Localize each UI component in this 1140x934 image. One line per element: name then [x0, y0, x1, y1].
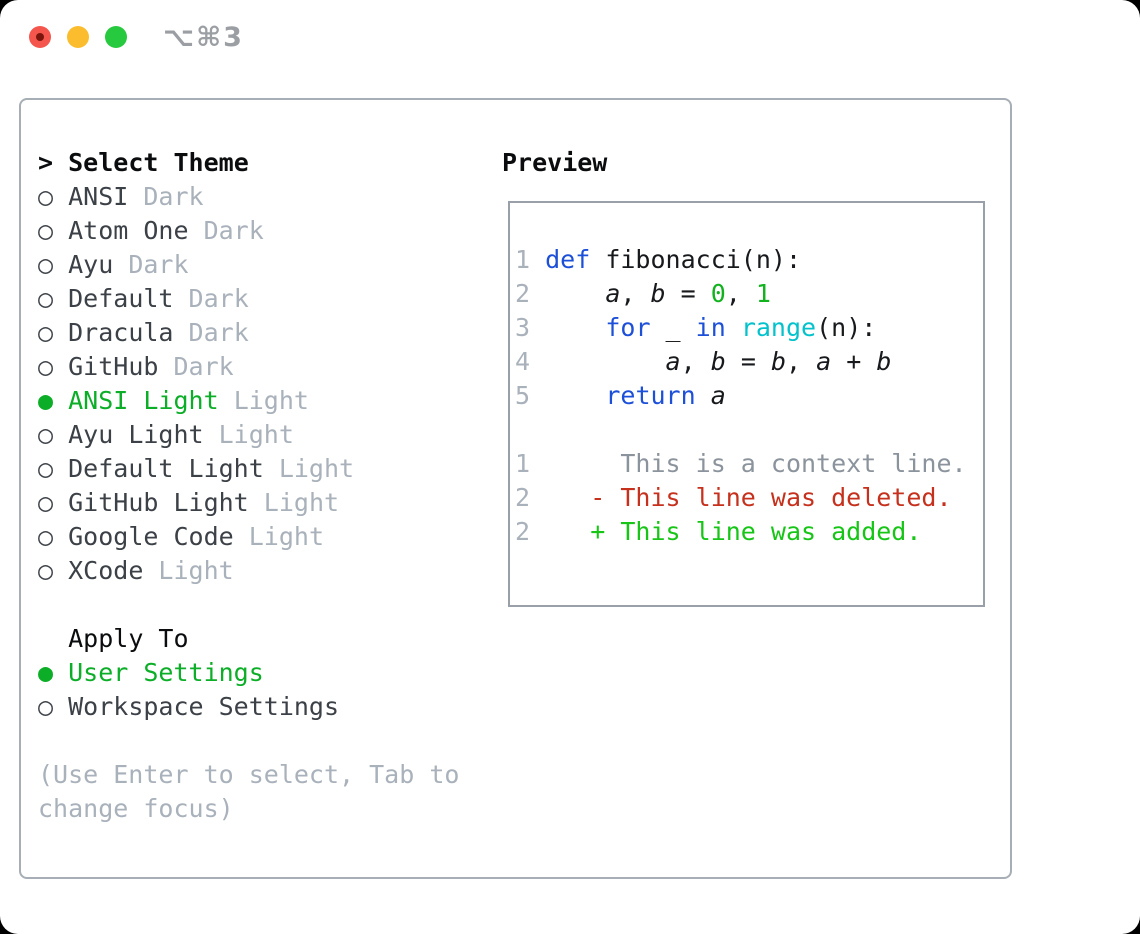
header-indent: [38, 624, 53, 653]
theme-option-ayu-light[interactable]: ○ Ayu Light Light: [38, 418, 459, 452]
line-number: 4: [515, 347, 531, 376]
line-number: 1: [515, 449, 531, 478]
theme-option-google-code[interactable]: ○ Google Code Light: [38, 520, 459, 554]
radio-icon: ○: [38, 250, 54, 279]
apply-option-user-settings[interactable]: ● User Settings: [38, 656, 459, 690]
theme-option-ayu[interactable]: ○ Ayu Dark: [38, 248, 459, 282]
code-line: 1 def fibonacci(n):: [515, 245, 801, 274]
code-line: 2 + This line was added.: [515, 517, 922, 546]
preview-header-label: Preview: [502, 148, 608, 177]
radio-selected-icon: ●: [38, 658, 54, 687]
code-line: 3 for _ in range(n):: [515, 313, 877, 342]
theme-list: ○ ANSI Dark○ Atom One Dark○ Ayu Dark○ De…: [38, 180, 459, 588]
theme-option-ansi[interactable]: ○ ANSI Dark: [38, 180, 459, 214]
theme-picker-window: > Select Theme ○ ANSI Dark○ Atom One Dar…: [19, 98, 1012, 879]
code-line: 5 return a: [515, 381, 726, 410]
theme-variant-label: Light: [203, 420, 294, 449]
select-theme-header: > Select Theme: [38, 146, 459, 180]
theme-variant-label: Dark: [128, 182, 204, 211]
theme-option-label: GitHub Light: [53, 488, 249, 517]
line-number: 2: [515, 517, 531, 546]
radio-icon: ○: [38, 182, 54, 211]
preview-header: Preview: [502, 146, 607, 180]
line-number: 2: [515, 483, 531, 512]
theme-variant-label: Dark: [173, 284, 249, 313]
code-line: [515, 413, 983, 447]
line-number: 3: [515, 313, 531, 342]
radio-icon: ○: [38, 352, 54, 381]
theme-option-label: GitHub: [53, 352, 159, 381]
radio-icon: ○: [38, 216, 54, 245]
theme-option-ansi-light[interactable]: ● ANSI Light Light: [38, 384, 459, 418]
spacer-row: [38, 724, 459, 758]
theme-variant-label: Dark: [113, 250, 189, 279]
radio-icon: ○: [38, 318, 54, 347]
theme-variant-label: Light: [218, 386, 309, 415]
theme-variant-label: Dark: [173, 318, 249, 347]
theme-option-label: Ayu Light: [53, 420, 204, 449]
theme-option-label: Google Code: [53, 522, 234, 551]
apply-option-label: Workspace Settings: [53, 692, 340, 721]
radio-icon: ○: [38, 692, 54, 721]
theme-option-default[interactable]: ○ Default Dark: [38, 282, 459, 316]
theme-option-label: ANSI: [53, 182, 129, 211]
theme-variant-label: Dark: [158, 352, 234, 381]
theme-selector-panel: > Select Theme ○ ANSI Dark○ Atom One Dar…: [38, 146, 459, 826]
code-line: 2 a, b = 0, 1: [515, 279, 771, 308]
spacer-row: [38, 588, 459, 622]
theme-variant-label: Light: [143, 556, 234, 585]
theme-option-label: Ayu: [53, 250, 114, 279]
theme-option-xcode[interactable]: ○ XCode Light: [38, 554, 459, 588]
cursor-prefix: >: [38, 148, 54, 177]
select-theme-header-label: Select Theme: [68, 148, 249, 177]
hint-line-1: (Use Enter to select, Tab to: [38, 760, 460, 789]
radio-selected-icon: ●: [38, 386, 54, 415]
theme-option-github-light[interactable]: ○ GitHub Light Light: [38, 486, 459, 520]
apply-option-label: User Settings: [53, 658, 264, 687]
theme-variant-label: Light: [233, 522, 324, 551]
line-number: 5: [515, 381, 531, 410]
theme-option-label: Default: [53, 284, 174, 313]
code-preview: 1 def fibonacci(n): 2 a, b = 0, 1 3 for _ …: [510, 203, 983, 549]
radio-icon: ○: [38, 488, 54, 517]
theme-option-default-light[interactable]: ○ Default Light Light: [38, 452, 459, 486]
theme-option-label: Default Light: [53, 454, 264, 483]
theme-option-label: Atom One: [53, 216, 189, 245]
theme-option-dracula[interactable]: ○ Dracula Dark: [38, 316, 459, 350]
apply-to-header-label: Apply To: [68, 624, 189, 653]
code-line: 1 This is a context line.: [515, 449, 967, 478]
code-line: 4 a, b = b, a + b: [515, 347, 892, 376]
window-title: ⌥⌘3: [163, 21, 244, 53]
line-number: 1: [515, 245, 531, 274]
window-titlebar: ⌥⌘3: [0, 0, 1140, 74]
apply-option-workspace-settings[interactable]: ○ Workspace Settings: [38, 690, 459, 724]
theme-option-github[interactable]: ○ GitHub Dark: [38, 350, 459, 384]
apply-to-list: ● User Settings○ Workspace Settings: [38, 656, 459, 724]
theme-option-label: XCode: [53, 556, 144, 585]
theme-variant-label: Light: [248, 488, 340, 517]
theme-option-label: ANSI Light: [53, 386, 219, 415]
radio-icon: ○: [38, 522, 54, 551]
close-dot-icon: [36, 33, 44, 41]
theme-variant-label: Light: [263, 454, 355, 483]
minimize-button[interactable]: [67, 26, 89, 48]
radio-icon: ○: [38, 454, 54, 483]
radio-icon: ○: [38, 420, 54, 449]
zoom-button[interactable]: [105, 26, 127, 48]
theme-option-atom-one[interactable]: ○ Atom One Dark: [38, 214, 459, 248]
apply-to-header: Apply To: [38, 622, 459, 656]
close-button[interactable]: [29, 26, 51, 48]
hint-line-2: change focus): [38, 794, 234, 823]
code-line: 2 - This line was deleted.: [515, 483, 952, 512]
radio-icon: ○: [38, 284, 54, 313]
theme-option-label: Dracula: [53, 318, 174, 347]
theme-variant-label: Dark: [188, 216, 264, 245]
preview-box: 1 def fibonacci(n): 2 a, b = 0, 1 3 for _ …: [508, 201, 985, 607]
radio-icon: ○: [38, 556, 54, 585]
line-number: 2: [515, 279, 531, 308]
